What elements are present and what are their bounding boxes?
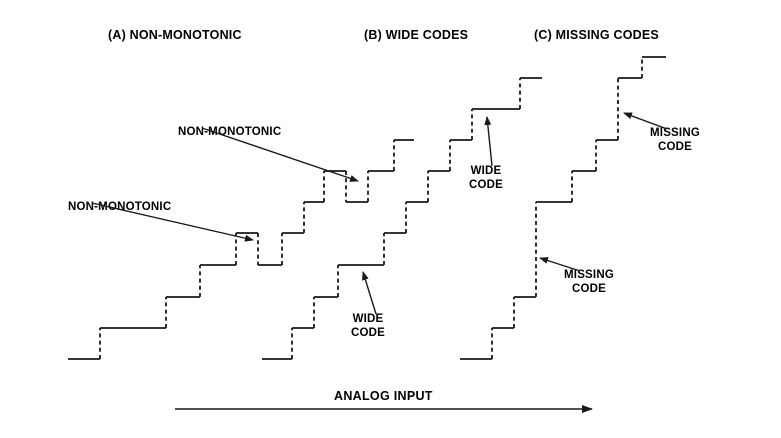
panel-b-staircase <box>262 77 542 360</box>
annotation-arrow <box>362 271 377 315</box>
annotation-wide-code-2-line1: WIDE <box>470 165 502 177</box>
annotation-wide-code-2-line2: CODE <box>468 179 504 191</box>
analog-input-axis-label: ANALOG INPUT <box>334 389 433 403</box>
annotation-wide-code-1: WIDE CODE <box>338 312 398 340</box>
panel-c-title: (C) MISSING CODES <box>534 28 659 42</box>
annotation-arrow <box>484 116 493 167</box>
annotation-missing-code-2-line1: MISSING <box>650 127 700 139</box>
annotation-arrow <box>91 202 254 242</box>
annotation-arrow <box>623 112 668 130</box>
annotation-missing-code-1-line1: MISSING <box>564 269 614 281</box>
annotation-arrows <box>91 112 668 315</box>
annotation-arrow <box>539 257 581 272</box>
annotation-missing-code-2: MISSING CODE <box>638 126 712 154</box>
panel-a-staircase <box>68 139 414 360</box>
annotation-missing-code-1-line2: CODE <box>571 283 607 295</box>
annotation-wide-code-1-line1: WIDE <box>352 313 384 325</box>
annotation-wide-code-1-line2: CODE <box>350 327 386 339</box>
panel-a-title: (A) NON-MONOTONIC <box>108 28 242 42</box>
panel-b-title: (B) WIDE CODES <box>364 28 469 42</box>
panel-c-staircase <box>460 56 666 360</box>
annotation-missing-code-2-line2: CODE <box>657 141 693 153</box>
annotation-wide-code-2: WIDE CODE <box>456 164 516 192</box>
annotation-arrow <box>201 127 359 182</box>
annotation-missing-code-1: MISSING CODE <box>552 268 626 296</box>
